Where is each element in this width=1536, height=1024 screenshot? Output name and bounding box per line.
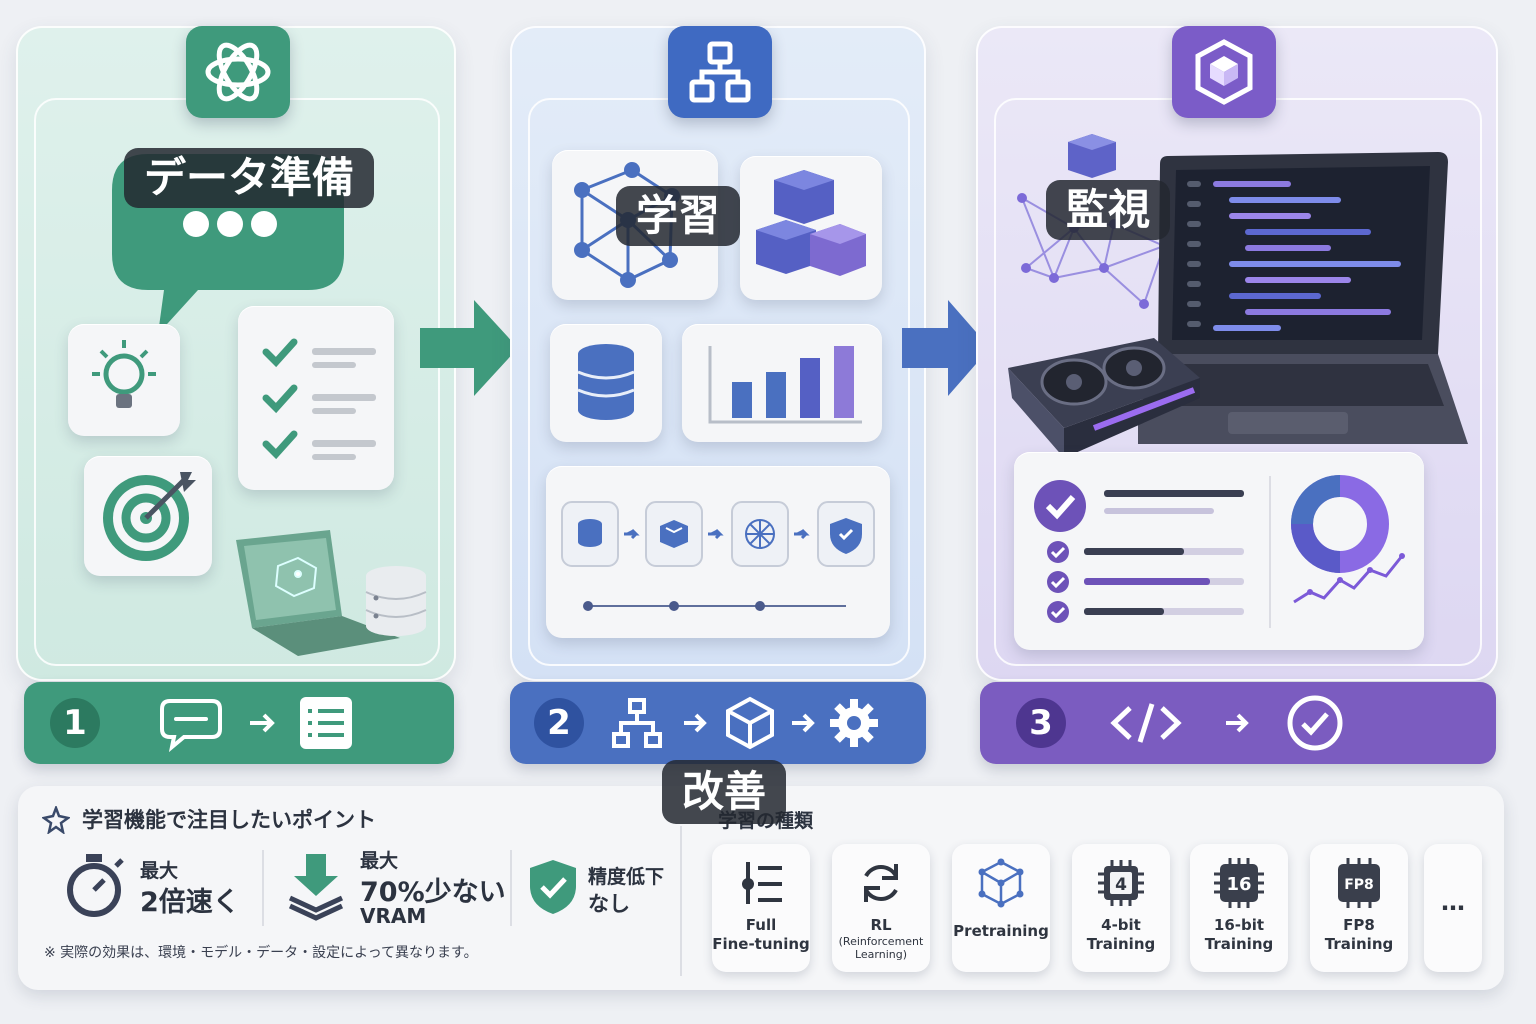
type-label: 4-bit [1101, 916, 1141, 934]
point-1-small: 最大 [140, 860, 179, 882]
type-label: Training [1324, 935, 1394, 953]
arrow-right-icon [902, 300, 990, 396]
hierarchy-icon [612, 698, 662, 748]
dashboard-card [1014, 452, 1424, 650]
point-2-sub: VRAM [360, 904, 427, 928]
step-2-title: 学習 [616, 186, 741, 246]
bar-chart-card [682, 324, 882, 442]
type-label: RL [870, 916, 892, 934]
overlay-label: 改善 [662, 760, 787, 824]
target-card [84, 456, 212, 576]
database-icon [577, 344, 635, 420]
point-1-big: 2倍速く [140, 887, 240, 918]
lightbulb-card [68, 324, 180, 436]
type-rl[interactable]: RL(Reinforcement Learning) [832, 844, 930, 972]
step-2-panel [510, 26, 926, 681]
step-1-title: データ準備 [124, 148, 375, 208]
step-3-bar: 3 [980, 682, 1496, 764]
step-1-logo-icon [186, 26, 290, 118]
laptop-icon [218, 516, 438, 666]
download-stack-icon [288, 854, 344, 921]
checklist-card [238, 306, 394, 490]
cubes-icon [756, 170, 866, 276]
target-icon [103, 472, 196, 561]
step-3-logo-icon [1172, 26, 1276, 118]
points-title: 学習機能で注目したいポイント [82, 808, 376, 832]
type-label: Full [745, 916, 777, 934]
step-3-panel [976, 26, 1498, 681]
lightbulb-icon [92, 340, 156, 408]
type-label: Training [1204, 935, 1274, 953]
point-3-small: 精度低下 [588, 866, 665, 888]
cube-network-icon [978, 858, 1024, 908]
point-2-big: 70%少ない [360, 877, 506, 908]
type-more[interactable]: … [1424, 844, 1482, 972]
step-2-logo-icon [668, 26, 772, 118]
gear-icon [830, 699, 878, 747]
arrow-icon [250, 713, 275, 733]
bar-chart-icon [708, 346, 862, 424]
code-icon [1110, 703, 1182, 743]
chat-icon [160, 699, 222, 753]
chip-label: 4 [1115, 875, 1127, 895]
chip-icon: 4 [1098, 860, 1144, 906]
chip-icon: FP8 [1338, 858, 1380, 908]
cube-icon [726, 696, 774, 750]
chip-icon: 16 [1214, 858, 1264, 908]
arrow-right-icon [420, 300, 518, 396]
chip-label: FP8 [1344, 877, 1374, 893]
points-note: ※ 実際の効果は、環境・モデル・データ・設定によって異なります。 [44, 945, 478, 961]
step-1-bar: 1 [24, 682, 454, 764]
features-section: 学習機能で注目したいポイント 最大 2倍速く 最大 70%少ない VRAM 精度… [18, 786, 1504, 990]
type-label: Fine-tuning [712, 935, 810, 953]
type-label: FP8 [1343, 916, 1375, 934]
type-label: Pretraining [953, 922, 1049, 940]
type-label: Training [1086, 935, 1156, 953]
pipeline-card [546, 466, 890, 638]
stopwatch-icon [67, 854, 124, 917]
step-3-number: 3 [1016, 698, 1066, 748]
list-icon [300, 697, 352, 749]
chip-label: 16 [1226, 874, 1251, 895]
step-2-bar: 2 [510, 682, 926, 764]
cubes-card [740, 156, 882, 300]
shield-check-icon [530, 860, 576, 914]
step-3-title: 監視 [1046, 180, 1171, 240]
more-label: … [1441, 888, 1465, 916]
check-circle-icon [1287, 695, 1343, 751]
type-label: 16-bit [1213, 916, 1265, 934]
dashboard-icon [1034, 475, 1405, 628]
step-2-number: 2 [534, 698, 584, 748]
database-card [550, 324, 662, 442]
pipeline-icon [561, 501, 875, 611]
refresh-icon [864, 864, 898, 902]
laptop-code-icon [1128, 144, 1468, 474]
arrow-icon [684, 713, 707, 733]
type-pretraining[interactable]: Pretraining [952, 844, 1050, 972]
type-sublabel: (Reinforcement Learning) [838, 935, 924, 961]
sparkle-icon [42, 806, 70, 834]
point-3-big: なし [588, 892, 630, 916]
step-1-number: 1 [50, 698, 100, 748]
arrow-icon [1226, 713, 1249, 733]
gpu-icon [1004, 328, 1204, 478]
arrow-icon [792, 713, 815, 733]
checklist-icon [262, 338, 376, 460]
sliders-icon [742, 862, 782, 904]
point-2-small: 最大 [360, 850, 399, 872]
step-1-panel [16, 26, 456, 681]
